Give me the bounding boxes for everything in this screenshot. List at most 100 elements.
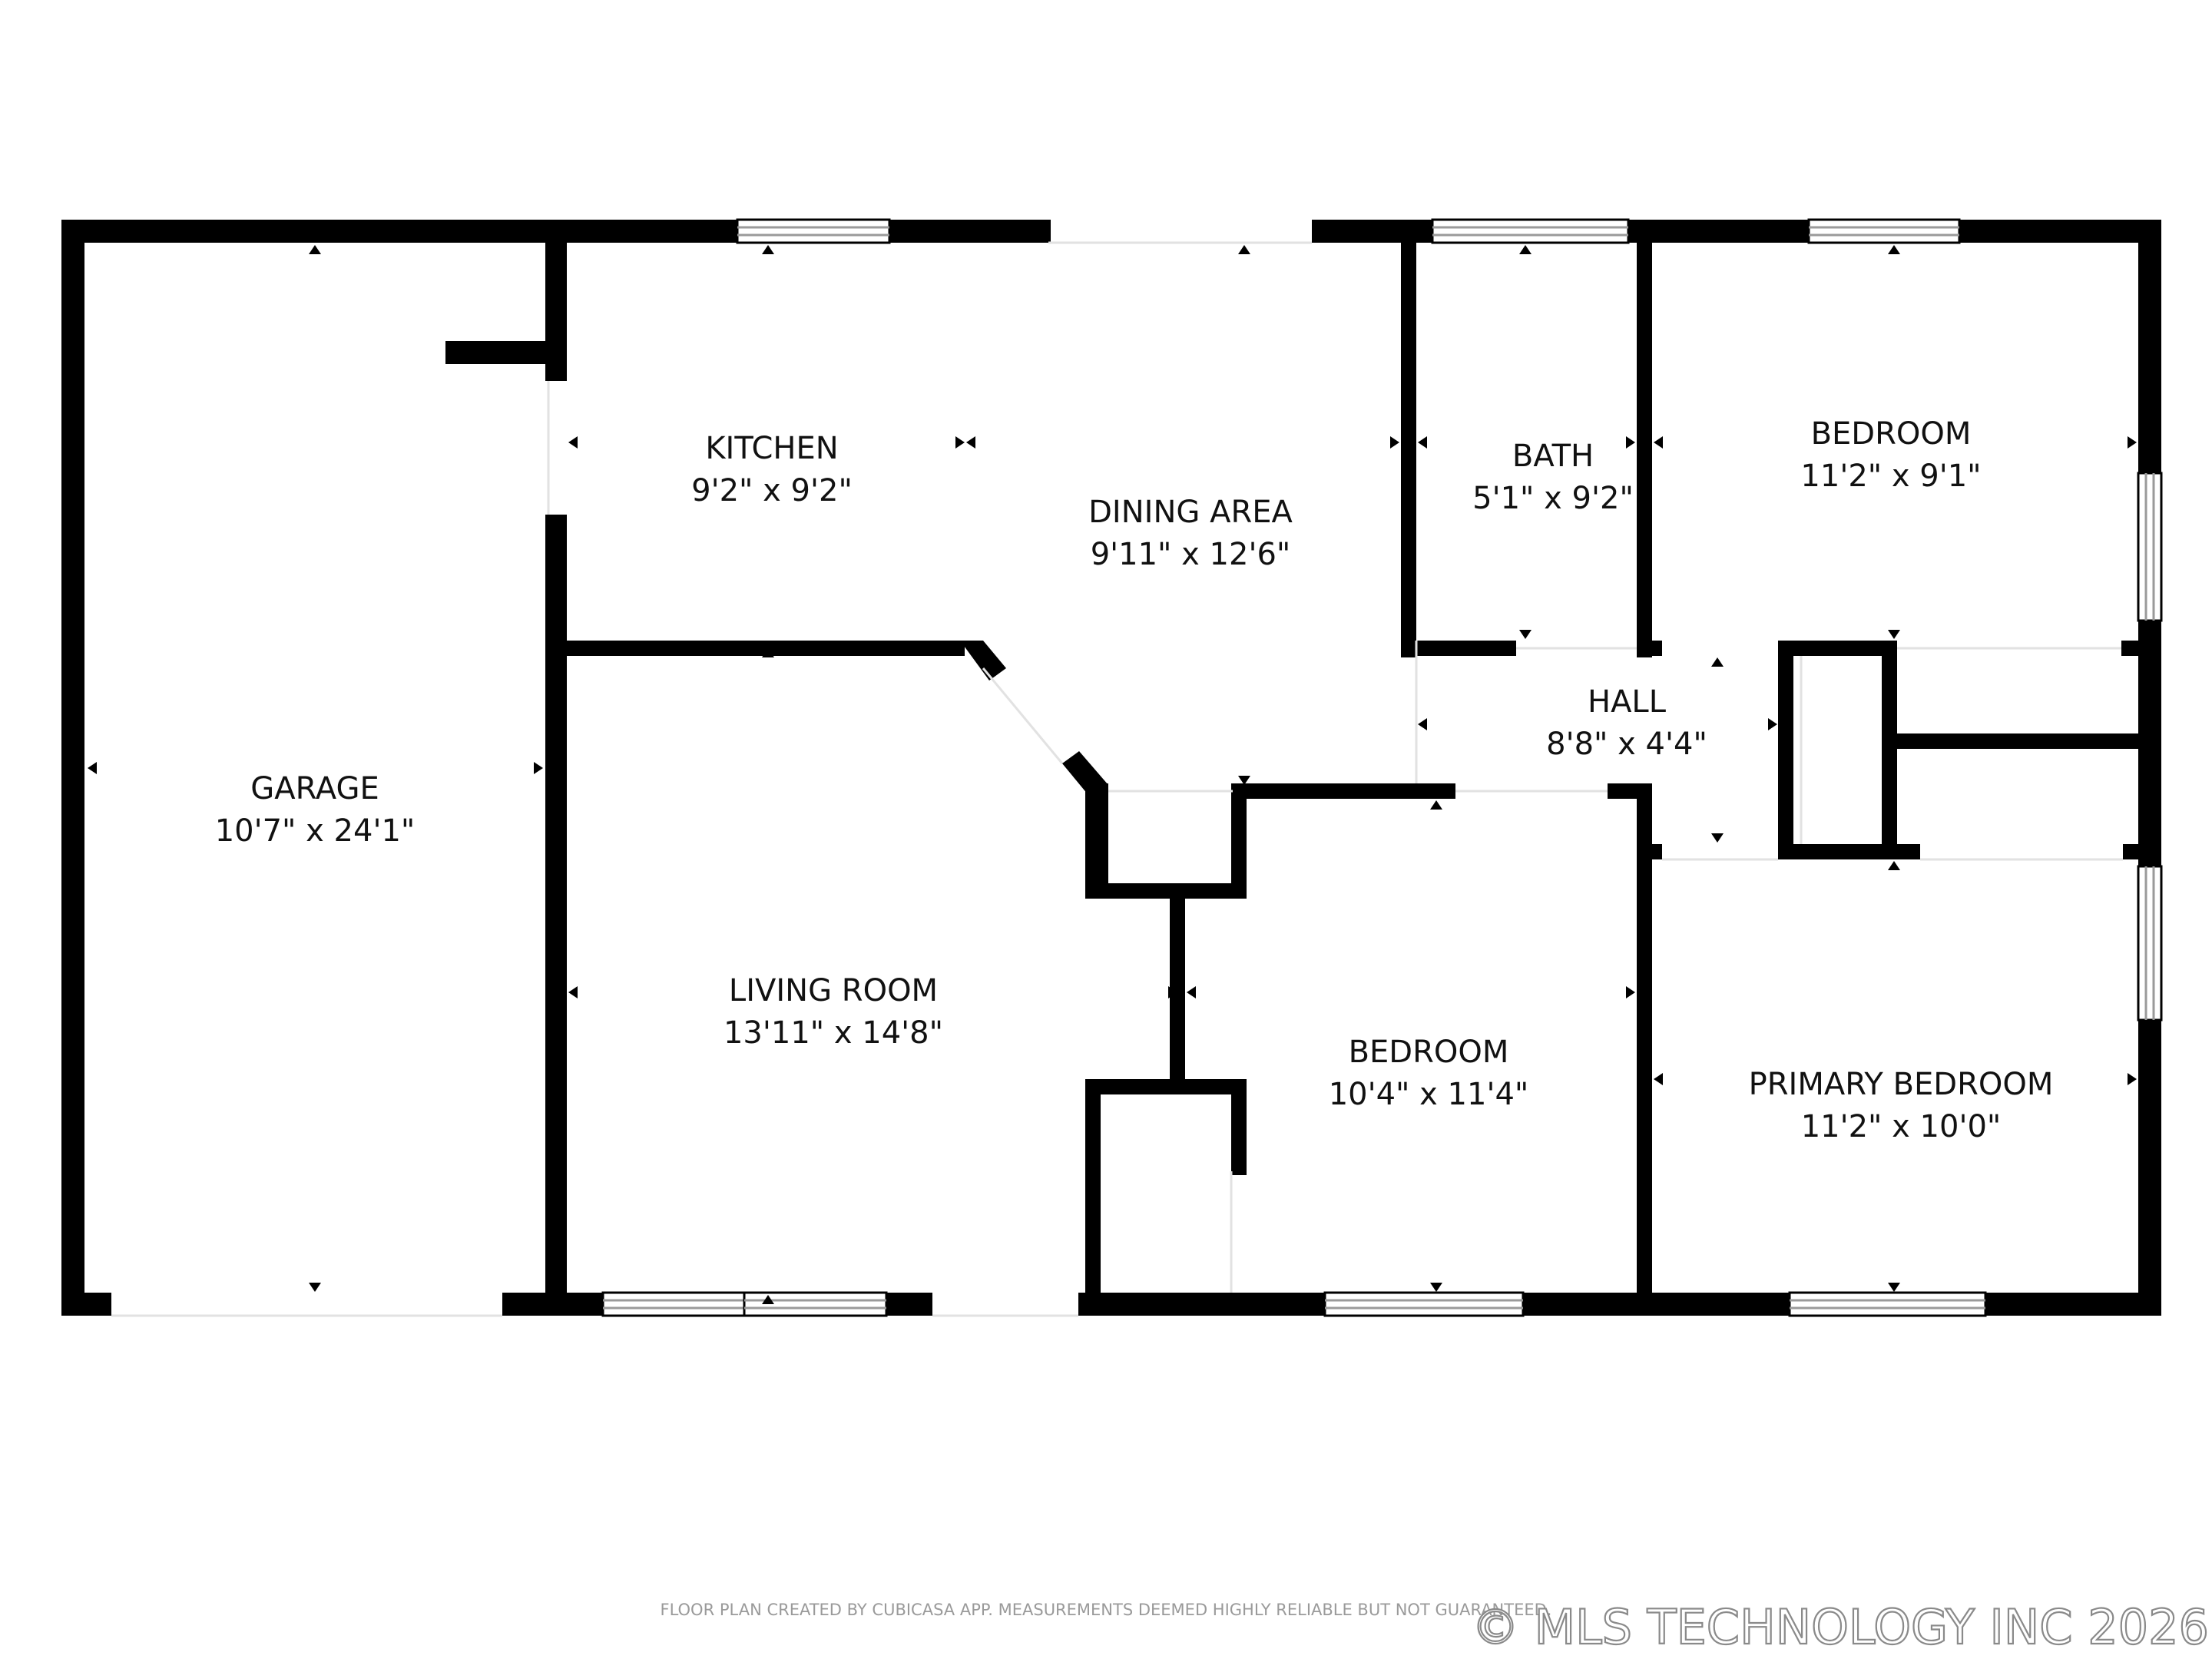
wall (61, 220, 563, 243)
window (601, 1291, 746, 1317)
dimension-arrow (1711, 657, 1724, 667)
window-frame (2137, 865, 2163, 1022)
room-size: 9'11" x 12'6" (1091, 537, 1291, 572)
wall (1778, 641, 1793, 859)
window-frame (1323, 1291, 1525, 1317)
room-label-bedroom-south: BEDROOM 10'4" x 11'4" (1329, 1035, 1529, 1112)
window-frame (601, 1291, 746, 1317)
wall (2121, 641, 2161, 656)
room-name: BEDROOM (1349, 1035, 1509, 1070)
wall (1231, 1079, 1247, 1171)
window (736, 218, 891, 244)
room-label-bath: BATH 5'1" x 9'2" (1472, 439, 1634, 516)
dimension-arrow (762, 245, 774, 254)
wall (1778, 844, 1897, 859)
dimension-arrow (1768, 718, 1777, 730)
wall (1085, 783, 1108, 899)
dimension-arrow (1888, 630, 1900, 639)
dimension-arrows (88, 245, 2137, 1304)
room-name: BATH (1512, 439, 1594, 474)
wall (445, 341, 561, 364)
wall (1637, 641, 1662, 656)
disclaimer-text: FLOOR PLAN CREATED BY CUBICASA APP. MEAS… (661, 1601, 1552, 1619)
wall (1170, 891, 1185, 1087)
window-frame (736, 218, 891, 244)
room-name: BEDROOM (1811, 416, 1972, 452)
dimension-arrow (1888, 861, 1900, 870)
wall (1416, 641, 1516, 656)
room-size: 11'2" x 9'1" (1800, 459, 1981, 494)
dimension-arrow (1238, 245, 1250, 254)
dimension-arrow (955, 436, 965, 449)
dimension-arrow (309, 245, 321, 254)
wall (1085, 883, 1247, 899)
dimension-arrow (1418, 718, 1427, 730)
window (1788, 1291, 1987, 1317)
wall (567, 641, 965, 656)
copyright-watermark: © MLS TECHNOLOGY INC 2026 (1472, 1599, 2209, 1655)
room-label-garage: GARAGE 10'7" x 24'1" (215, 771, 416, 849)
wall (1233, 783, 1455, 799)
wall (889, 220, 1051, 243)
door-openings (111, 241, 2123, 1317)
opening (982, 667, 1064, 764)
room-label-primary-bedroom: PRIMARY BEDROOM 11'2" x 10'0" (1749, 1067, 2054, 1144)
wall (1778, 641, 1897, 656)
wall (1897, 733, 2161, 749)
wall (1882, 641, 1897, 859)
wall (1401, 243, 1416, 657)
dimension-arrow (966, 436, 975, 449)
room-label-bedroom-north: BEDROOM 11'2" x 9'1" (1800, 416, 1981, 494)
room-name: GARAGE (250, 771, 379, 806)
dimension-arrow (1168, 986, 1177, 998)
dimension-arrow (2128, 436, 2137, 449)
room-size: 9'2" x 9'2" (691, 473, 853, 508)
dimension-arrow (1418, 436, 1427, 449)
room-name: PRIMARY BEDROOM (1749, 1067, 2054, 1102)
window-frame (1807, 218, 1961, 244)
window (1431, 218, 1630, 244)
dimension-arrow (568, 986, 578, 998)
dimension-arrow (1626, 986, 1635, 998)
dimension-arrow (762, 648, 774, 657)
wall (545, 515, 567, 1316)
wall (61, 1293, 111, 1316)
dimension-arrow (1187, 986, 1196, 998)
dimension-arrow (1888, 1283, 1900, 1292)
room-label-kitchen: KITCHEN 9'2" x 9'2" (691, 431, 853, 508)
wall-diagonal (1062, 751, 1108, 799)
wall (1897, 844, 1920, 859)
dimension-arrow (1430, 800, 1442, 810)
wall (1078, 1293, 2161, 1316)
window-frame (1788, 1291, 1987, 1317)
wall (502, 1293, 548, 1316)
dimension-arrow (1519, 630, 1532, 639)
dimension-arrow (1390, 436, 1399, 449)
wall (2123, 844, 2161, 859)
dimension-arrow (2128, 1073, 2137, 1085)
window (1807, 218, 1961, 244)
wall (1231, 783, 1247, 899)
room-name: LIVING ROOM (729, 973, 938, 1008)
dimension-arrow (309, 1283, 321, 1292)
window (1323, 1291, 1525, 1317)
room-name: HALL (1588, 684, 1667, 720)
dimension-arrow (1654, 1073, 1663, 1085)
wall (1637, 844, 1662, 859)
room-size: 10'7" x 24'1" (215, 813, 416, 849)
dimension-arrow (1430, 1283, 1442, 1292)
wall (2138, 220, 2161, 473)
dimension-arrow (534, 762, 543, 774)
wall (1637, 783, 1652, 1316)
wall (1085, 1079, 1247, 1094)
wall (1231, 1171, 1247, 1175)
windows (601, 218, 2163, 1317)
dimension-arrow (1238, 776, 1250, 785)
room-size: 11'2" x 10'0" (1801, 1109, 2002, 1144)
wall (1085, 1079, 1101, 1316)
room-size: 8'8" x 4'4" (1546, 727, 1707, 762)
window (2137, 865, 2163, 1022)
dimension-arrow (762, 1295, 774, 1304)
wall (1608, 783, 1652, 799)
